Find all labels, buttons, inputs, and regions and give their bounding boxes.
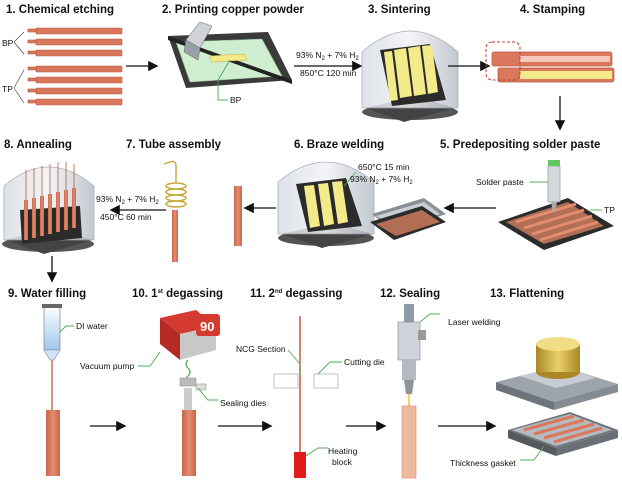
stamped-plate [485, 41, 615, 83]
laser-welding-label: Laser welding [448, 317, 501, 327]
sinter-temp: 850°C 120 min [300, 68, 357, 78]
heating-label: Heating [328, 446, 358, 456]
step-9-title: 9. Water filling [8, 288, 86, 300]
pump-display: 90 [200, 319, 214, 334]
cutting-die-label: Cutting die [344, 357, 385, 367]
solder-paste-station: Solder paste TP [476, 160, 615, 250]
step-4-title: 4. Stamping [520, 4, 585, 16]
step-6-title: 6. Braze welding [294, 139, 384, 151]
tp-step5-label: TP [604, 205, 615, 215]
step-12-title: 12. Sealing [380, 288, 440, 300]
etched-sheets: BP TP [2, 27, 123, 106]
water-filling: DI water [42, 304, 108, 476]
block-label: block [332, 457, 353, 467]
solder-paste-label: Solder paste [476, 177, 524, 187]
di-water-label: DI water [76, 321, 108, 331]
step-1-title: 1. Chemical etching [6, 4, 114, 16]
vacuum-pump-icon: 90 [138, 310, 220, 476]
sealing-dies-label: Sealing dies [220, 398, 266, 408]
step-8-title: 8. Annealing [4, 139, 72, 151]
tp-label: TP [2, 84, 13, 94]
vacuum-pump-label: Vacuum pump [80, 361, 134, 371]
step-2-title: 2. Printing copper powder [162, 4, 304, 16]
annealing-furnace [2, 162, 95, 254]
tube-assembly [163, 160, 242, 262]
step-10-title: 10. 1st degassing [132, 288, 223, 300]
printing-station: BP [168, 21, 292, 105]
laser-head-icon [397, 304, 440, 479]
ncg-section-label: NCG Section [236, 344, 286, 354]
sinter-gas: 93% N2 + 7% H2 [296, 50, 359, 62]
press-icon [496, 337, 618, 461]
braze-station [277, 161, 446, 248]
step-3-title: 3. Sintering [368, 4, 431, 16]
step-11-title: 11. 2nd degassing [250, 288, 342, 300]
bp-powder-label: BP [230, 95, 242, 105]
anneal-temp: 450°C 60 min [100, 212, 152, 222]
bp-label: BP [2, 38, 14, 48]
step-13-title: 13. Flattening [490, 288, 564, 300]
sintering-furnace [361, 30, 459, 122]
step-5-title: 5. Predepositing solder paste [440, 139, 600, 151]
thickness-gasket-label: Thickness gasket [450, 458, 516, 468]
braze-gas: 93% N2 + 7% H2 [350, 174, 413, 186]
braze-temp: 650°C 15 min [358, 162, 410, 172]
step-7-title: 7. Tube assembly [126, 139, 222, 151]
anneal-gas: 93% N2 + 7% H2 [96, 194, 159, 206]
second-degassing [273, 316, 342, 478]
